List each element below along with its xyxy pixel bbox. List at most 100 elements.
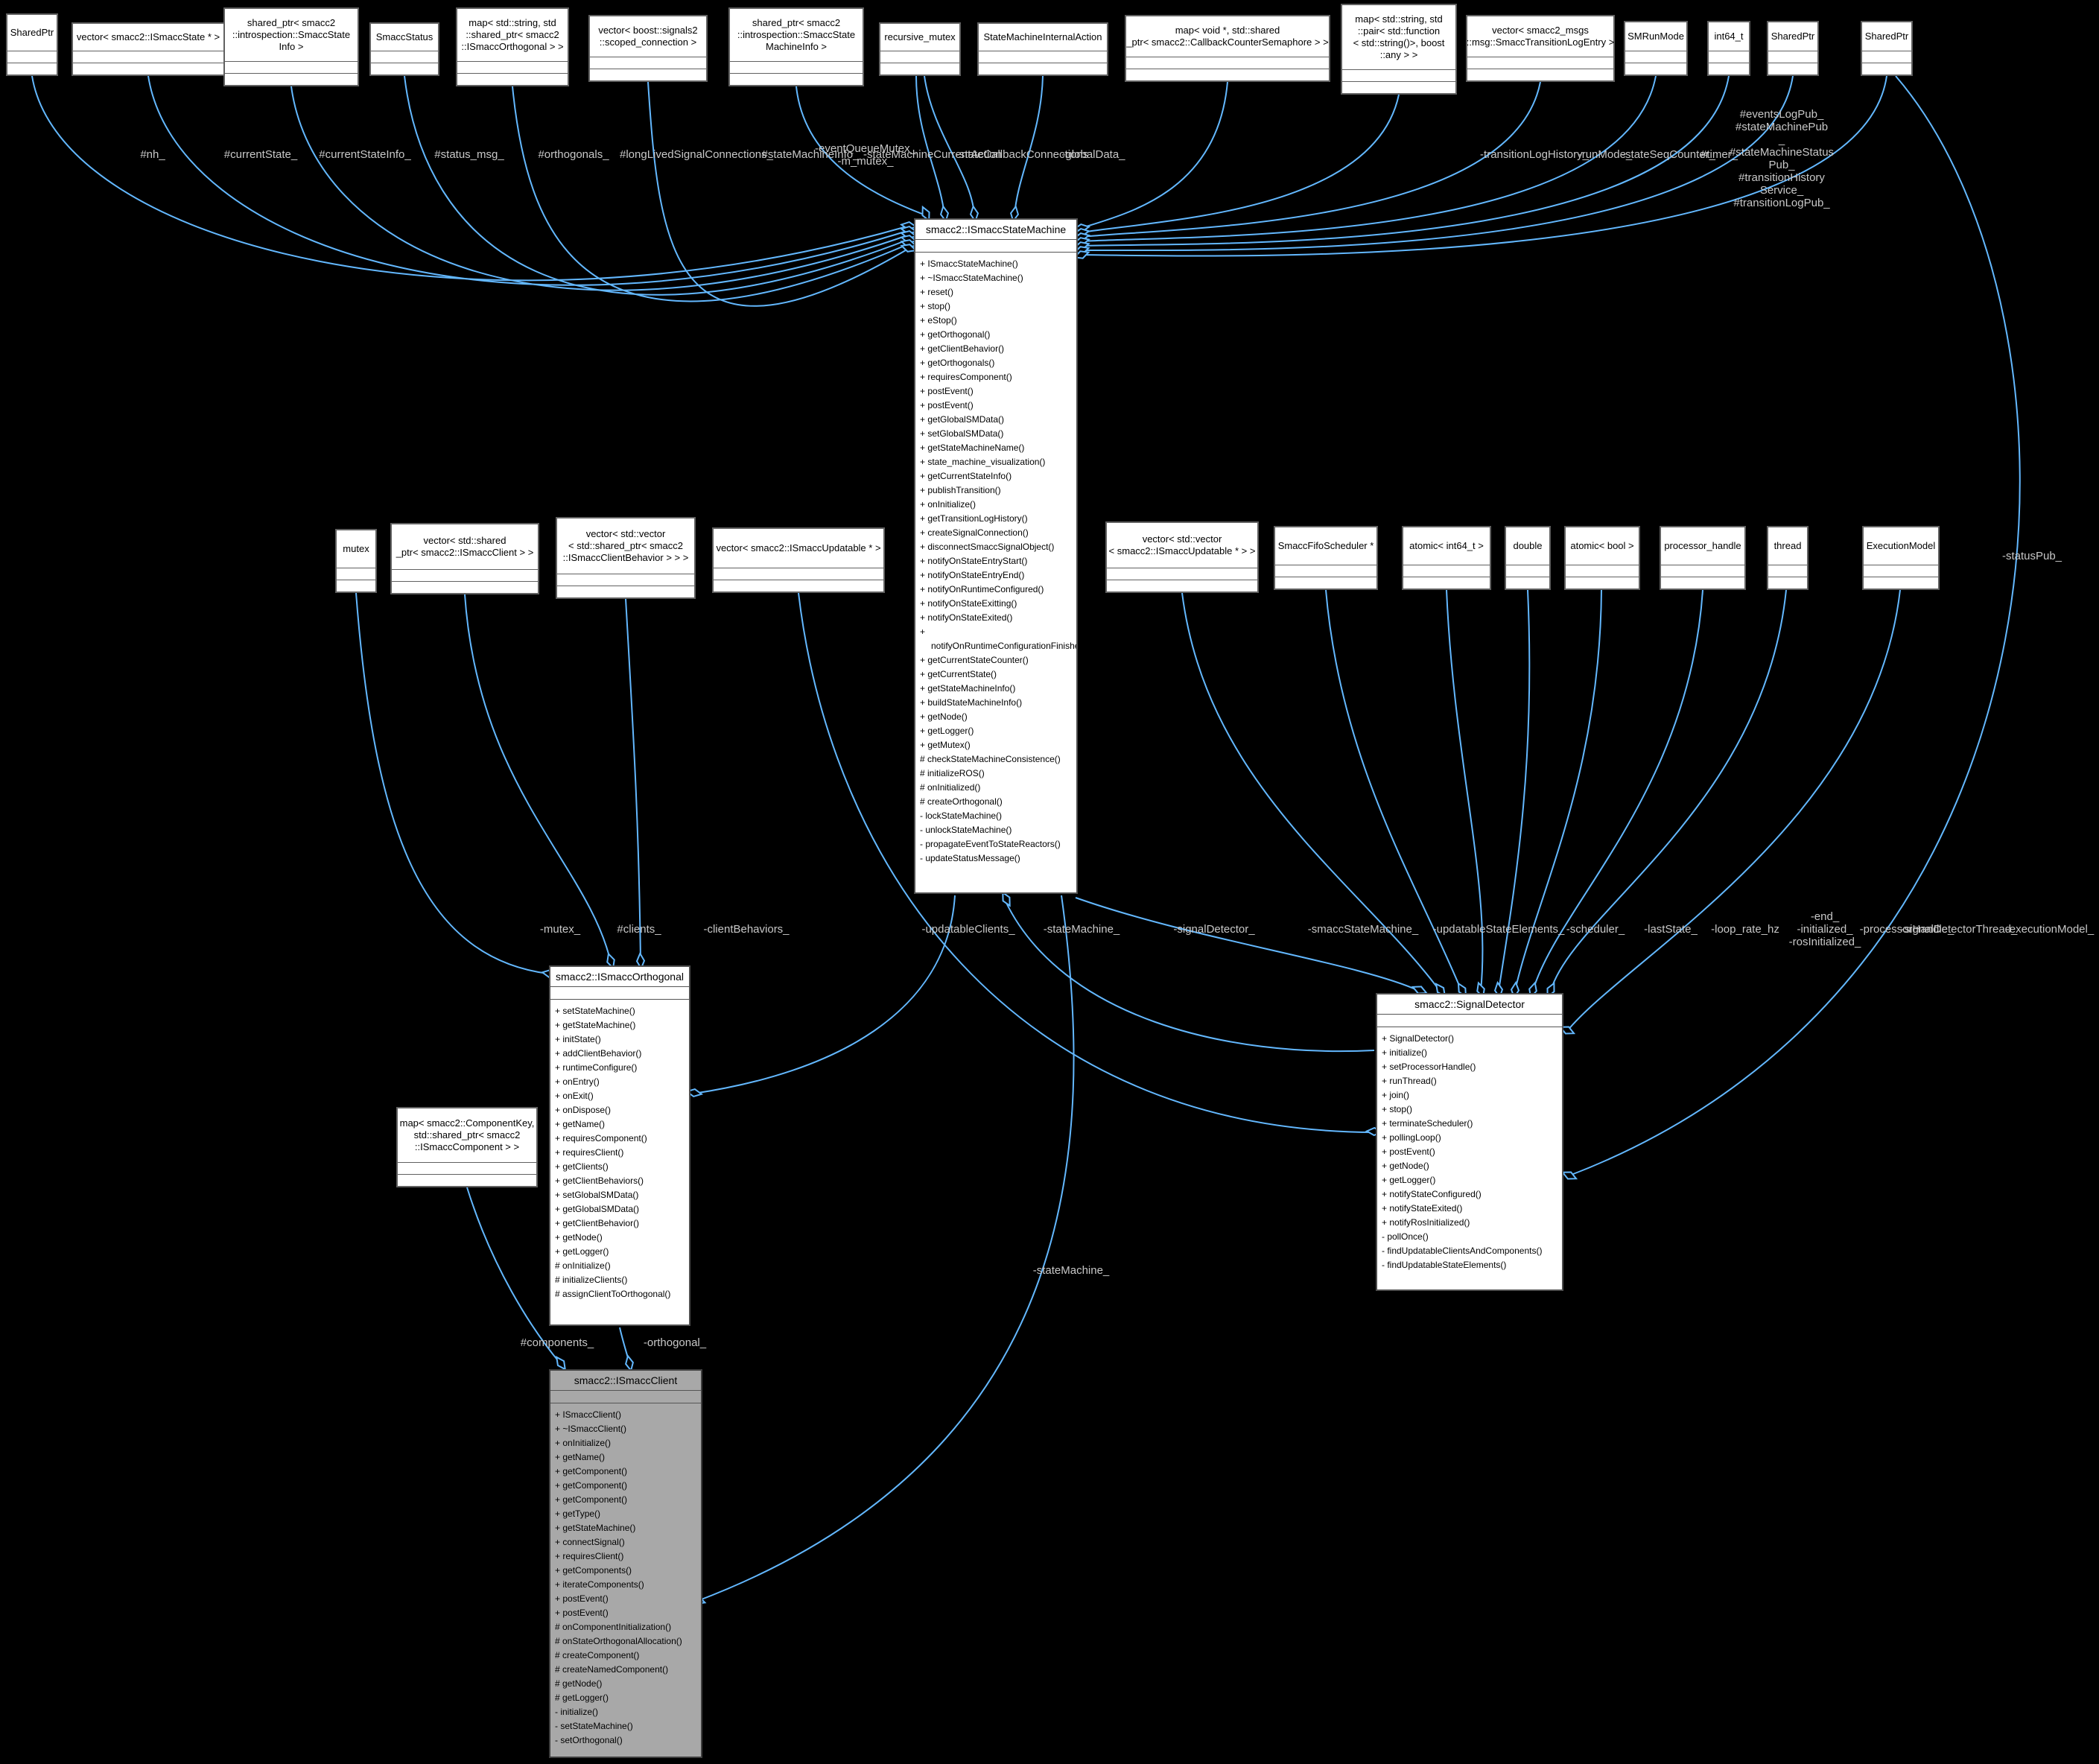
association-edge: [924, 75, 975, 216]
class-title[interactable]: smacc2::SignalDetector: [1377, 994, 1562, 1015]
empty-compartment: [590, 69, 706, 80]
edge-label-nh: #nh_: [140, 148, 165, 161]
type-box-title-line: std::shared_ptr< smacc2: [413, 1129, 521, 1140]
edge-label-line: -orthogonal_: [643, 1336, 707, 1349]
type-box-title-line: SmaccFifoScheduler *: [1277, 540, 1374, 551]
class-title[interactable]: smacc2::ISmaccStateMachine: [915, 220, 1076, 240]
edge-label-eventqueuemutex: -eventQueueMutex_-m_mutex_: [815, 142, 916, 168]
empty-compartment: [457, 73, 568, 85]
association-edge: [695, 895, 1075, 1602]
method-entry: + stop(): [1382, 1104, 1413, 1114]
association-edge: [147, 75, 910, 286]
type-box-executionmodel: ExecutionModel: [1862, 526, 1940, 590]
method-entry: + getTransitionLogHistory(): [920, 513, 1028, 524]
edge-label-line: -lastState_: [1644, 923, 1698, 936]
association-edge: [1446, 589, 1484, 992]
method-entry: + getLogger(): [920, 726, 974, 736]
edge-label-line: -transitionLogHistory_: [1480, 148, 1589, 161]
type-box-title: shared_ptr< smacc2::introspection::Smacc…: [225, 9, 358, 61]
empty-compartment: [398, 1162, 536, 1174]
empty-compartment: [1403, 565, 1490, 577]
method-entry: - findUpdatableClientsAndComponents(): [1382, 1246, 1543, 1256]
type-box-title-line: < std::string()>, boost: [1353, 37, 1445, 48]
type-box-title-line: SMRunMode: [1628, 31, 1684, 42]
method-entry: + SignalDetector(): [1382, 1033, 1455, 1044]
method-entry: + ISmaccStateMachine(): [920, 258, 1018, 269]
class-box-ismacc-state-machine[interactable]: smacc2::ISmaccStateMachine+ ISmaccStateM…: [914, 218, 1078, 894]
method-entry: + requiresComponent(): [555, 1133, 647, 1143]
type-box-title-line: vector< smacc2_msgs: [1492, 25, 1589, 36]
method-entry: + requiresComponent(): [920, 372, 1012, 382]
method-entry: # getLogger(): [555, 1692, 609, 1703]
type-box-title: SharedPtr: [7, 15, 57, 51]
empty-compartment: [1342, 69, 1455, 81]
type-box-title: SharedPtr: [1768, 22, 1817, 51]
method-entry: + getClientBehavior(): [555, 1218, 640, 1228]
method-entry: + onEntry(): [555, 1076, 600, 1087]
type-box-title: vector< smacc2::ISmaccState * >: [73, 24, 223, 51]
type-box-title: double: [1506, 527, 1549, 565]
class-box-signal-detector[interactable]: smacc2::SignalDetector+ SignalDetector()…: [1376, 993, 1563, 1291]
edge-label-statemachine-client: -stateMachine_: [1033, 1264, 1110, 1277]
method-entry: # initializeROS(): [920, 768, 985, 778]
empty-compartment: [1566, 565, 1639, 577]
empty-compartment: [1625, 51, 1686, 63]
empty-compartment: [1275, 577, 1376, 588]
association-edge: [1532, 589, 1703, 992]
empty-compartment: [7, 63, 57, 74]
type-box-title: map< std::string, std::pair< std::functi…: [1342, 5, 1455, 69]
empty-compartment: [1275, 565, 1376, 577]
type-box-title-line: double: [1513, 540, 1543, 551]
edge-label-line: -eventQueueMutex_: [815, 142, 916, 155]
type-box-title: vector< boost::signals2::scoped_connecti…: [590, 16, 706, 57]
method-entry: + reset(): [920, 287, 954, 297]
type-box-title: StateMachineInternalAction: [979, 24, 1107, 51]
method-entry: + runThread(): [1382, 1076, 1437, 1086]
association-edge: [1075, 897, 1420, 992]
edge-label-line: Pub_: [1768, 159, 1795, 171]
edge-label-line: -stateMachineCurrentAction: [863, 148, 1002, 161]
type-box-title-line: ::ISmaccOrthogonal > >: [461, 41, 564, 52]
association-edge: [1498, 589, 1531, 992]
edge-label-line: #stateMachineStatus: [1729, 146, 1835, 159]
aggregation-diamond-icon: [625, 1354, 634, 1372]
association-edge: [1550, 589, 1787, 992]
edge-label-clients: #clients_: [617, 923, 661, 936]
edge-label-line: #stateMachineInfo_: [761, 148, 860, 161]
type-box-title: mutex: [337, 530, 375, 568]
method-entry: # onComponentInitialization(): [555, 1622, 672, 1632]
association-edge: [1081, 81, 1541, 238]
type-box-atomic-int64: atomic< int64_t >: [1402, 526, 1491, 590]
method-entry: + requiresClient(): [555, 1551, 624, 1561]
edge-label-laststate: -lastState_: [1644, 923, 1698, 936]
method-entry: # getNode(): [555, 1678, 603, 1689]
type-box-vector-ismaccstate: vector< smacc2::ISmaccState * >: [72, 22, 225, 76]
method-entry: + getName(): [555, 1119, 606, 1129]
edge-label-loop-rate-hz: -loop_rate_hz: [1711, 923, 1779, 936]
type-box-title: vector< smacc2::ISmaccUpdatable * >: [714, 529, 883, 568]
class-box-ismacc-orthogonal[interactable]: smacc2::ISmaccOrthogonal+ setStateMachin…: [549, 965, 690, 1326]
edge-label-line: #eventsLogPub_: [1739, 108, 1824, 121]
aggregation-diamond-icon: [1073, 250, 1090, 259]
method-entry: + getCurrentState(): [920, 669, 997, 679]
empty-compartment: [1107, 568, 1257, 580]
method-entry: + publishTransition(): [920, 485, 1001, 495]
method-entry: # assignClientToOrthogonal(): [555, 1289, 671, 1299]
type-box-title-line: ::introspection::SmaccState: [232, 29, 351, 40]
edge-label-line: #transitionLogPub_: [1733, 197, 1830, 209]
empty-compartment: [7, 51, 57, 63]
association-edge: [647, 81, 910, 307]
edge-label-signaldetector: -signalDetector_: [1173, 923, 1254, 936]
class-title[interactable]: smacc2::ISmaccOrthogonal: [550, 967, 689, 987]
type-box-title-line: atomic< bool >: [1570, 540, 1634, 551]
method-entry: + setStateMachine(): [555, 1006, 635, 1016]
edge-label-mutex: -mutex_: [540, 923, 580, 936]
type-box-smaccstatus: SmaccStatus: [369, 22, 439, 76]
method-entry: + postEvent(): [1382, 1146, 1435, 1157]
method-entry: + getOrthogonals(): [920, 358, 995, 368]
association-edge: [1005, 901, 1375, 1053]
type-box-map-orthogonals: map< std::string, std::shared_ptr< smacc…: [456, 7, 569, 86]
method-entry: + getComponents(): [555, 1565, 632, 1576]
edge-label-runmode: -runMode_: [1578, 148, 1633, 161]
edge-label-orthogonals: #orthogonals_: [538, 148, 609, 161]
